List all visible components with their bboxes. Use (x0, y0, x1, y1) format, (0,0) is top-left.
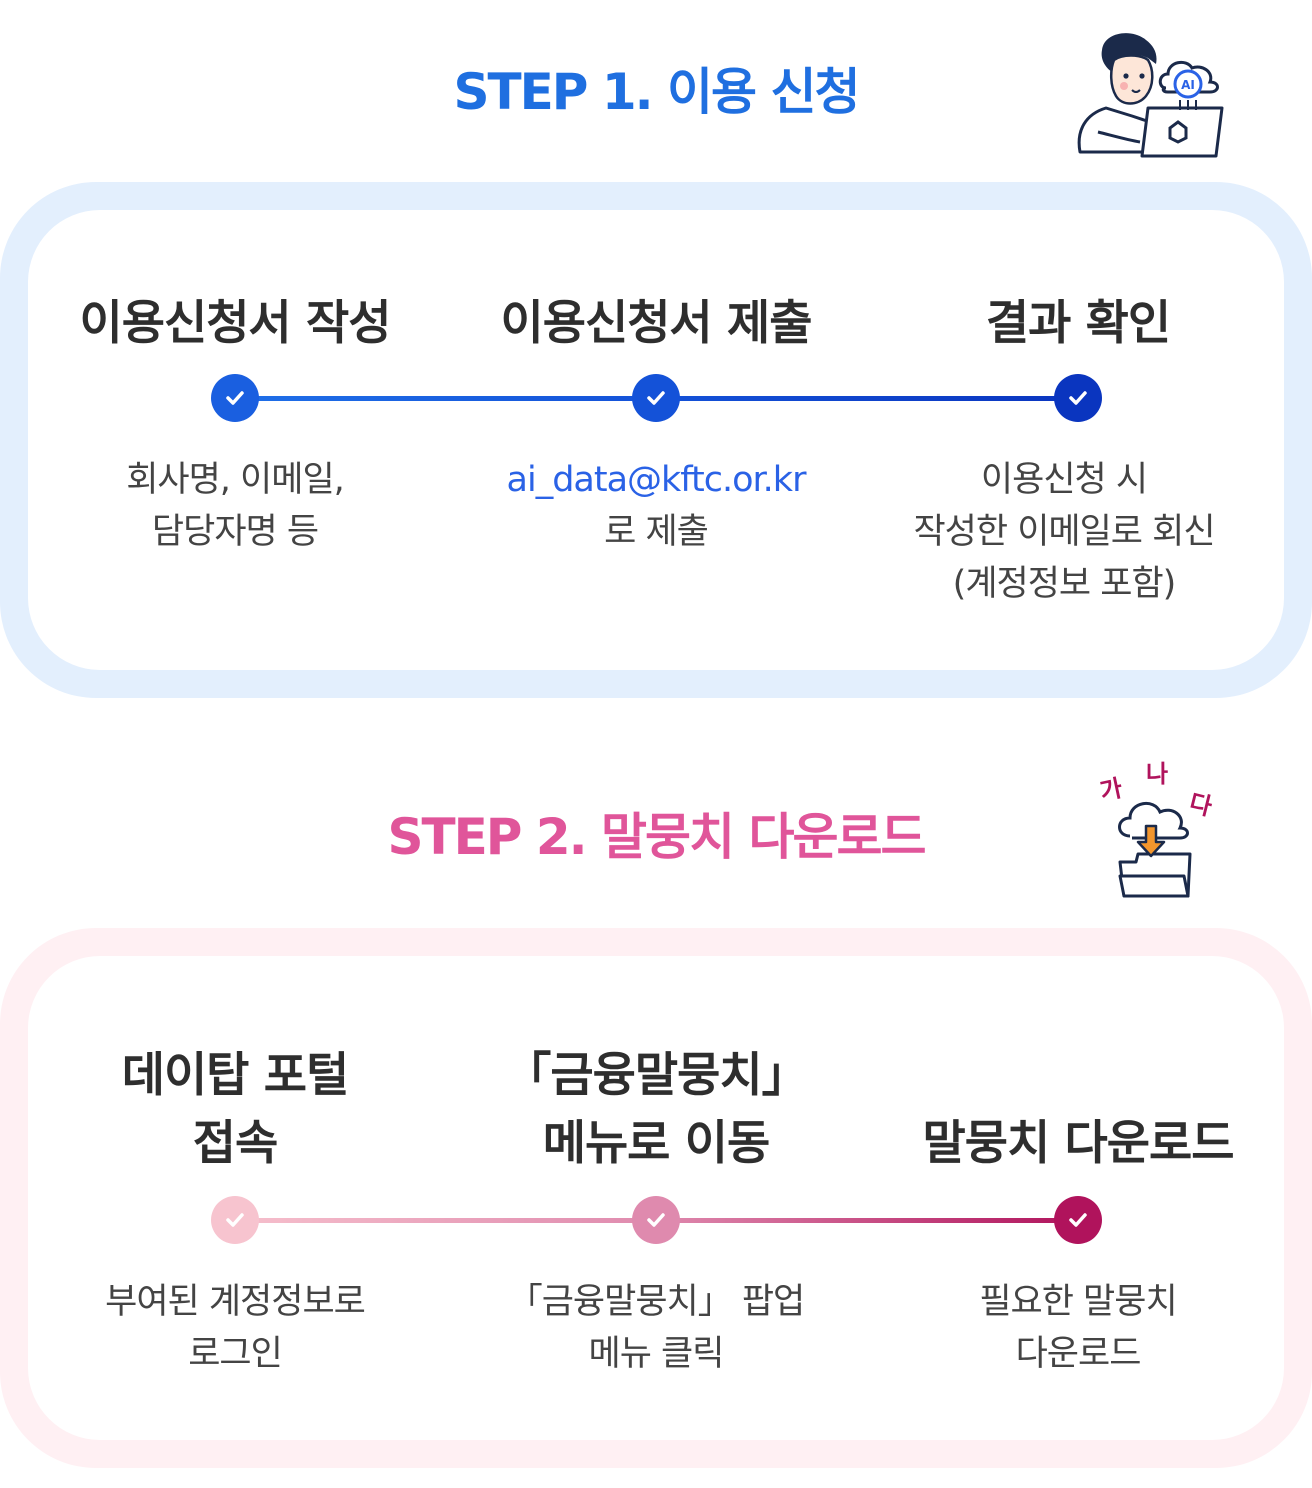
step2-item-title-line: 「금융말뭉치」 (504, 1048, 808, 1103)
desc-line: 작성한 이메일로 회신 (913, 512, 1215, 552)
ai-badge-text: AI (1181, 78, 1195, 92)
desc-line: 「금융말뭉치」 팝업 (507, 1282, 806, 1322)
step1-item-title: 결과 확인 (985, 296, 1171, 351)
desc-line: 메뉴 클릭 (588, 1334, 725, 1374)
letter-da: 다 (1187, 789, 1215, 822)
step2-card: 데이탑 포털 접속 「금융말뭉치」 메뉴로 이동 말뭉치 다운로드 부여된 계정… (0, 928, 1312, 1468)
desc-line: 다운로드 (1015, 1334, 1142, 1374)
step2-connector-line (656, 1218, 1080, 1223)
letter-na: 나 (1146, 760, 1168, 788)
cloud-download-folder-icon: 가 나 다 (1097, 760, 1215, 898)
step1-check-dot (1054, 374, 1102, 422)
letter-ga: 가 (1097, 774, 1124, 806)
step2-check-dot (632, 1196, 680, 1244)
desc-line: 이용신청 시 (980, 460, 1148, 500)
step2-item-1: 데이탑 포털 접속 (25, 1042, 445, 1178)
step2-title: STEP 2. 말뭉치 다운로드 (387, 808, 927, 866)
step1-item-2-desc: ai_data@kftc.or.kr 로 제출 (446, 454, 866, 558)
desc-line: 담당자명 등 (151, 512, 319, 552)
step1-title: STEP 1. 이용 신청 (453, 63, 861, 121)
step1-item-title: 이용신청서 작성 (79, 296, 391, 351)
step2-item-1-desc: 부여된 계정정보로 로그인 (25, 1276, 445, 1380)
step2-item-title-line: 데이탑 포털 (121, 1048, 350, 1103)
step2-item-2: 「금융말뭉치」 메뉴로 이동 (446, 1042, 866, 1178)
step2-item-title-line: 접속 (192, 1116, 278, 1171)
person-laptop-ai-cloud-icon: AI (1077, 33, 1224, 158)
step2-item-3-desc: 필요한 말뭉치 다운로드 (868, 1276, 1288, 1380)
step2-item-3: 말뭉치 다운로드 (870, 1110, 1286, 1178)
step1-check-dot (632, 374, 680, 422)
step1-item-1: 이용신청서 작성 (25, 290, 445, 358)
check-icon (226, 391, 244, 405)
check-icon (1069, 391, 1087, 405)
step2-connector-line (236, 1218, 656, 1223)
desc-line: 회사명, 이메일, (126, 460, 345, 500)
step1-item-3: 결과 확인 (868, 290, 1288, 358)
step2-item-title-line: 메뉴로 이동 (542, 1116, 771, 1171)
step2-item-2-desc: 「금융말뭉치」 팝업 메뉴 클릭 (446, 1276, 866, 1380)
desc-line: 필요한 말뭉치 (979, 1282, 1177, 1322)
desc-line: (계정정보 포함) (952, 564, 1177, 604)
check-icon (647, 1213, 665, 1227)
step1-item-2: 이용신청서 제출 (446, 290, 866, 358)
desc-line: 부여된 계정정보로 (105, 1282, 366, 1322)
desc-line: 로그인 (188, 1334, 283, 1374)
step1-item-title: 이용신청서 제출 (500, 296, 812, 351)
step1-check-dot (211, 374, 259, 422)
check-icon (1069, 1213, 1087, 1227)
desc-line: 로 제출 (604, 512, 709, 552)
step1-connector-line (236, 396, 656, 401)
step1-item-3-desc: 이용신청 시 작성한 이메일로 회신 (계정정보 포함) (854, 454, 1274, 610)
step2-check-dot (211, 1196, 259, 1244)
check-icon (647, 391, 665, 405)
step1-connector-line (656, 396, 1080, 401)
email-link[interactable]: ai_data@kftc.or.kr (506, 460, 807, 500)
step2-item-title-line: 말뭉치 다운로드 (922, 1116, 1234, 1171)
step2-check-dot (1054, 1196, 1102, 1244)
check-icon (226, 1213, 244, 1227)
step1-card: 이용신청서 작성 이용신청서 제출 결과 확인 회사명, 이메일, 담당자명 등… (0, 182, 1312, 698)
step1-item-1-desc: 회사명, 이메일, 담당자명 등 (25, 454, 445, 558)
